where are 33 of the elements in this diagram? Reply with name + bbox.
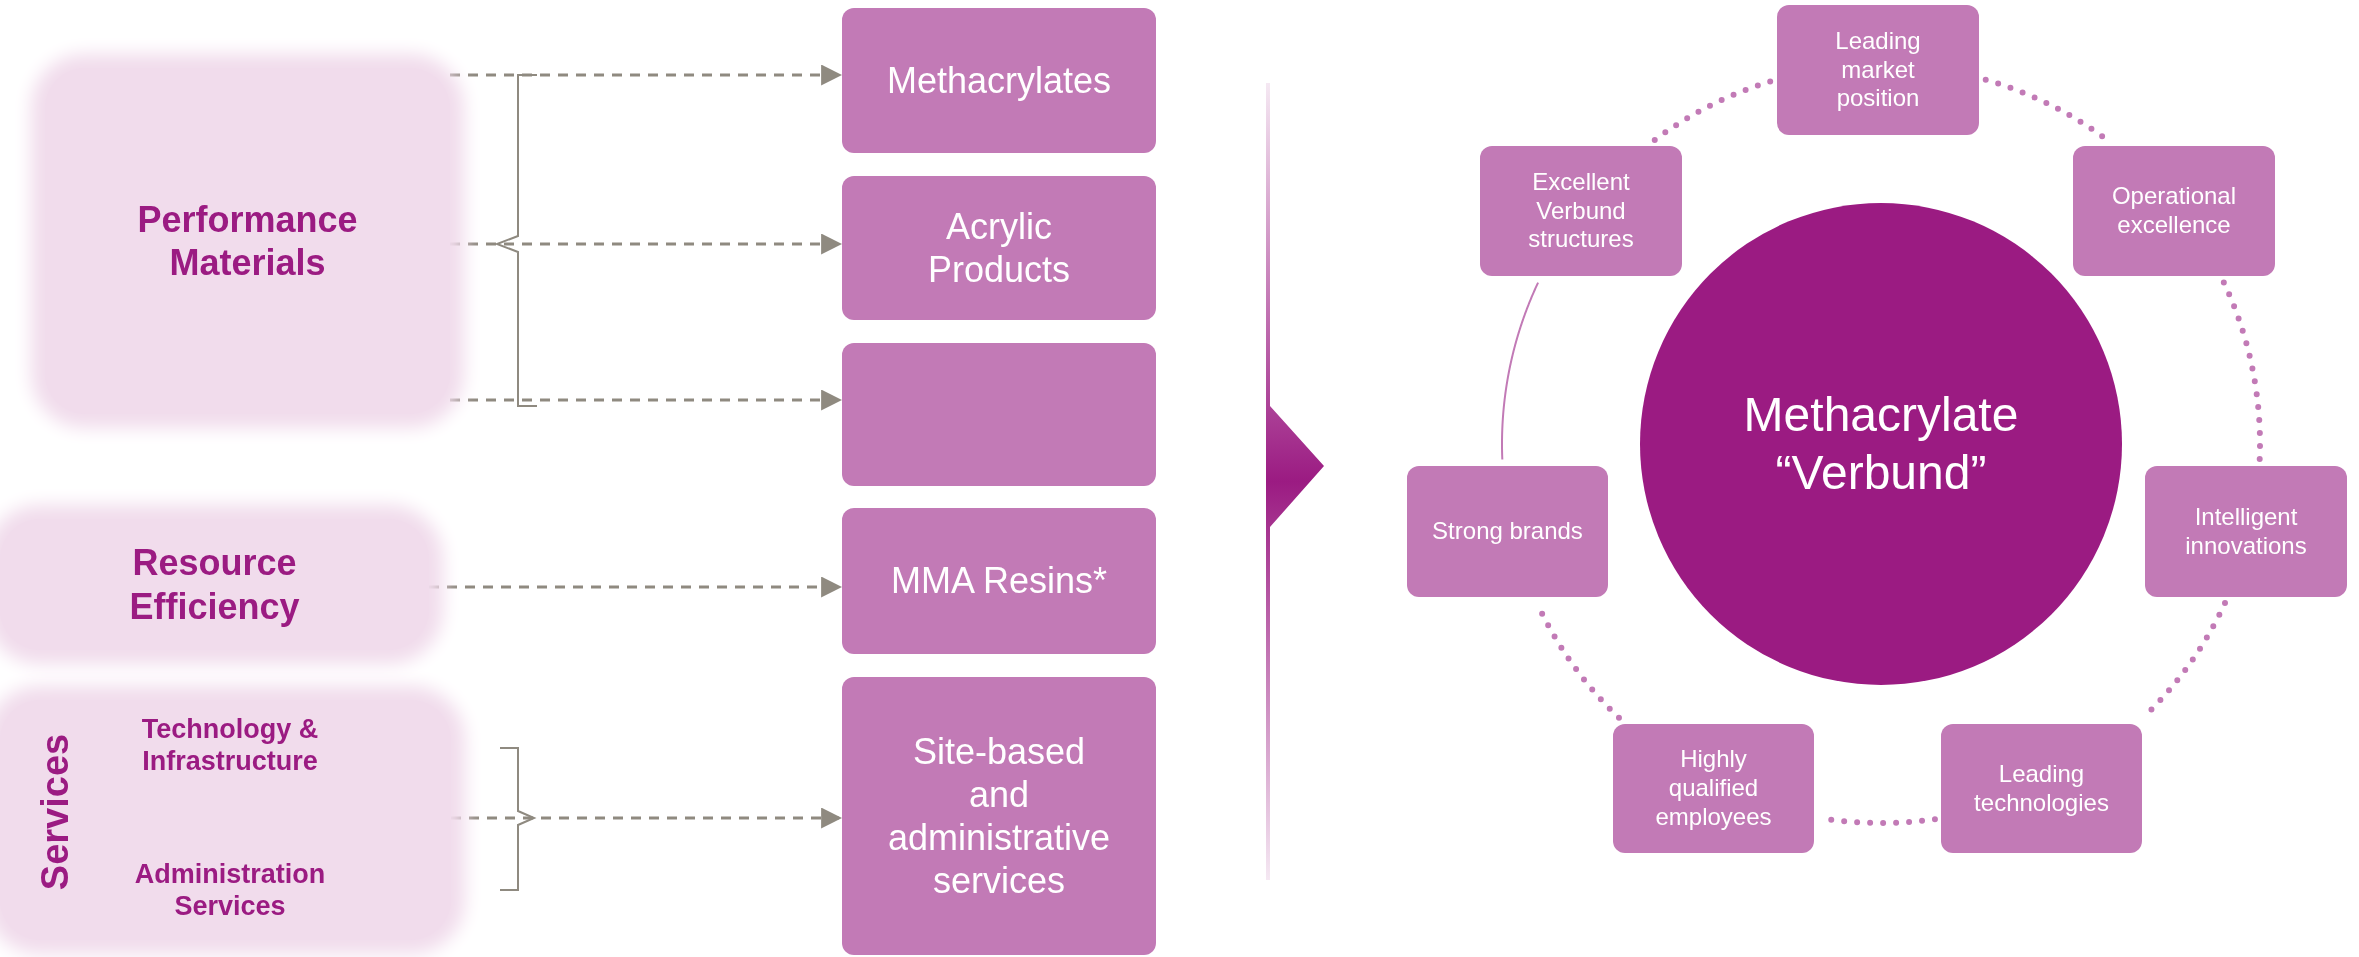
strength-box (1407, 466, 1608, 597)
business-line-label: Methacrylates (885, 58, 1113, 103)
strength-box (2145, 466, 2347, 597)
arrow (450, 64, 843, 86)
strength-box (1941, 724, 2142, 853)
unit-label: Administration Services (133, 857, 327, 923)
arrow (450, 389, 843, 411)
connector-line (1651, 78, 1774, 143)
arrow (429, 576, 843, 598)
arrow (451, 807, 843, 829)
strength-box (1480, 146, 1682, 276)
strength-box (2073, 146, 2275, 276)
strength-label: Highly qualified employees (1654, 745, 1773, 832)
strength-box (1777, 5, 1979, 135)
group-label: Services (33, 732, 78, 893)
strength-label: Excellent Verbund structures (1527, 167, 1635, 255)
empty-box (842, 343, 1156, 486)
arrow (450, 233, 843, 255)
strength-label: Intelligent innovations (2184, 502, 2308, 561)
strength-label: Strong brands (1431, 517, 1584, 546)
unit-label: Technology & Infrastructure (140, 712, 320, 778)
strength-label: Leading technologies (1973, 759, 2110, 818)
hub-label: Methacrylate “Verbund” (1742, 387, 2020, 501)
business-line-label: Site-based and administrative services (886, 729, 1112, 903)
strength-box (1613, 724, 1814, 853)
strength-label: Leading market position (1834, 26, 1922, 114)
business-line-label: Acrylic Products (926, 204, 1072, 292)
connector-line (2220, 279, 2263, 463)
segment-label: Performance Materials (136, 197, 359, 285)
segment-label: Resource Efficiency (128, 541, 301, 628)
connector-line (1501, 281, 1540, 461)
business-line-label: MMA Resins* (889, 559, 1109, 603)
strength-label: Operational excellence (2110, 182, 2238, 240)
